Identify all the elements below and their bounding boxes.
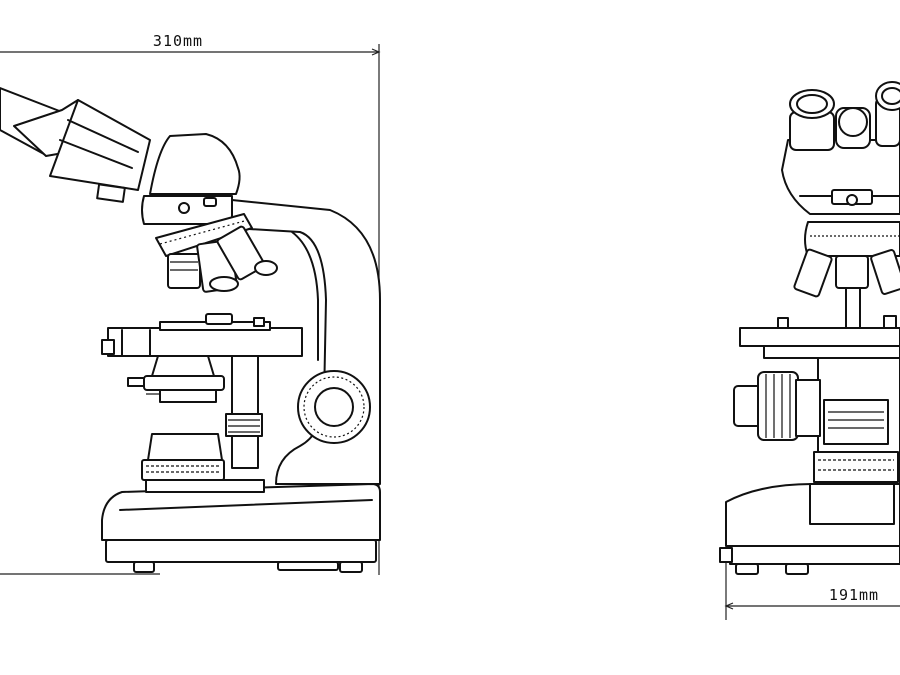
width-label: 310mm (153, 32, 203, 50)
front-stage (739, 315, 900, 359)
depth-dimension: 191mm (724, 548, 900, 620)
front-head (781, 139, 900, 215)
front-body (813, 349, 900, 485)
eyepiece-tubes (0, 87, 151, 203)
front-base (719, 483, 900, 575)
microscope-side-view: 310mm (0, 32, 381, 575)
nosepiece-objectives (155, 213, 278, 293)
illuminator (141, 433, 265, 493)
front-nosepiece (793, 221, 900, 329)
microscope-head (141, 133, 241, 225)
focus-drive (225, 355, 263, 469)
front-focus-knob (733, 371, 821, 441)
condenser (127, 355, 225, 403)
microscope-base (101, 483, 381, 573)
depth-label: 191mm (829, 586, 879, 604)
specimen-stage (101, 313, 303, 357)
front-eyepieces (789, 81, 900, 151)
focus-knob (297, 370, 371, 444)
microscope-front-view: 191mm (719, 81, 900, 620)
